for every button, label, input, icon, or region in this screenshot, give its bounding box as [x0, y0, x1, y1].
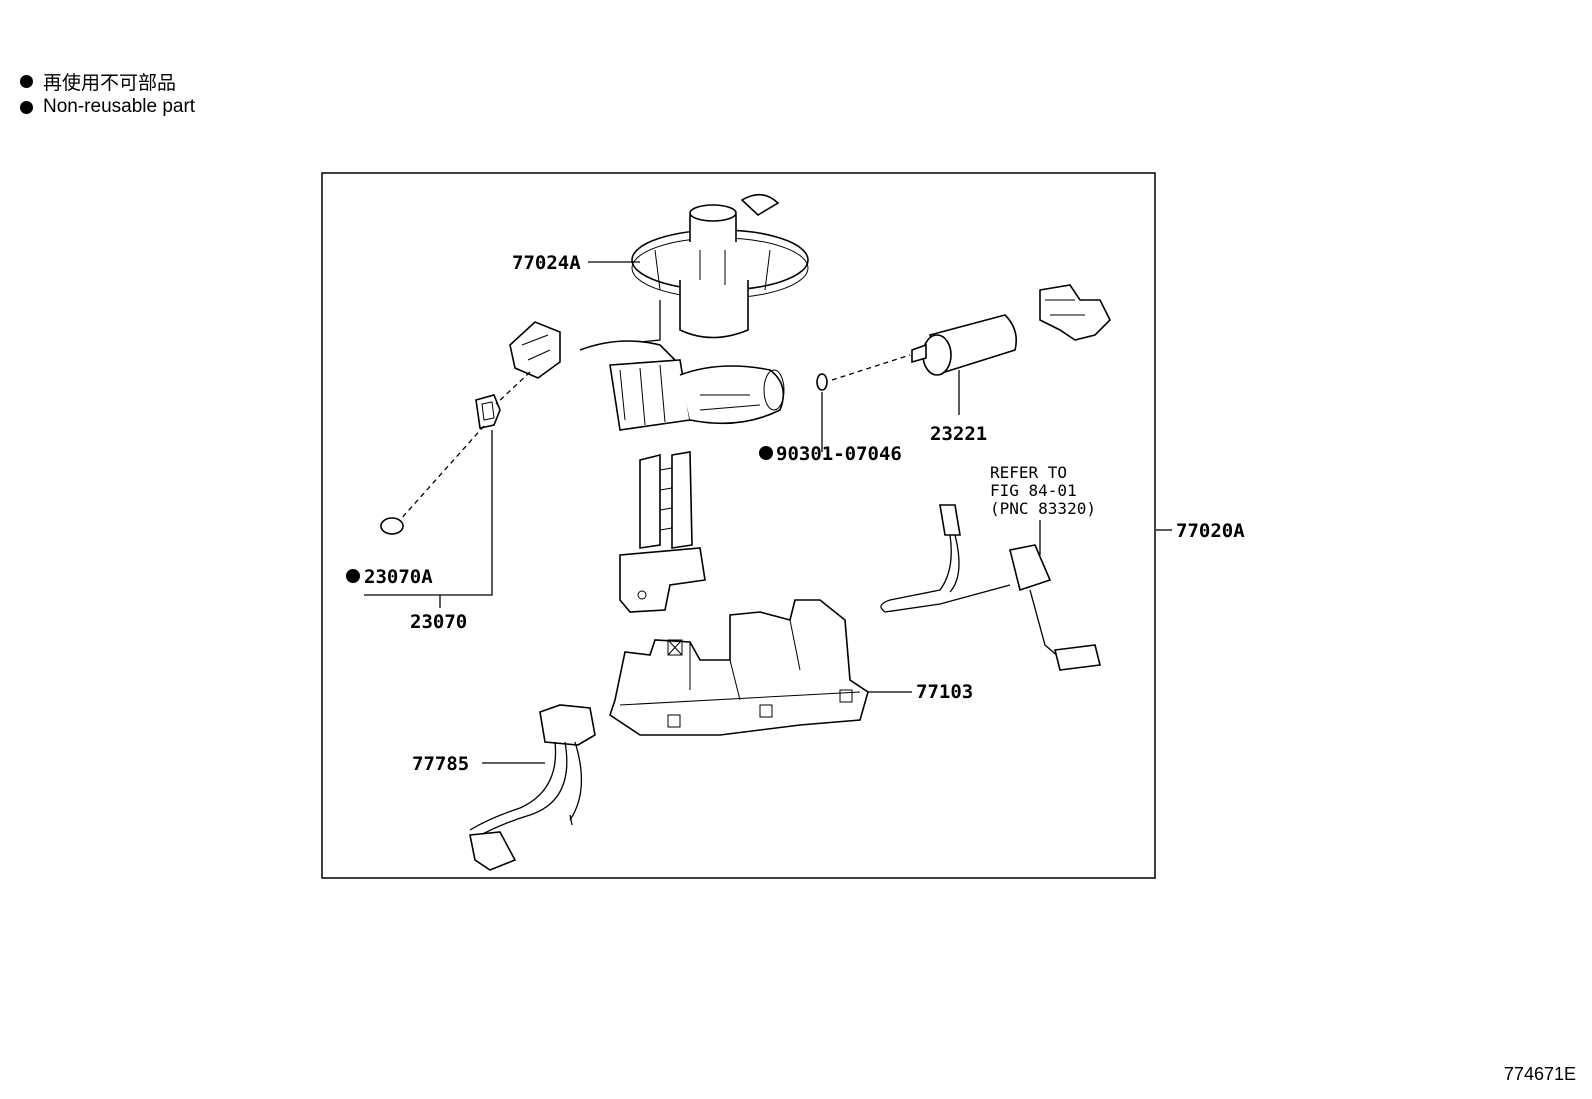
label-assembly: 77020A	[1176, 520, 1245, 542]
label-refer-line3: (PNC 83320)	[990, 499, 1096, 518]
label-pump-bracket: 77024A	[512, 252, 581, 274]
pump-bracket-drawing	[579, 193, 809, 431]
legend-row-en: Non-reusable part	[20, 94, 195, 120]
wire-harness-drawing	[469, 704, 596, 871]
filter-element-drawing	[475, 394, 501, 429]
sub-tank-drawing	[609, 599, 869, 736]
gasket-drawing	[816, 373, 828, 391]
fuel-pump-drawing	[911, 314, 1018, 376]
jet-pump-drawing	[619, 451, 706, 613]
label-gasket: 90301-07046	[776, 443, 902, 465]
diagram-code: 774671E	[1503, 1064, 1576, 1084]
label-refer-line1: REFER TO	[990, 463, 1067, 482]
legend-label-en: Non-reusable part	[43, 96, 196, 117]
non-reusable-dot-icon	[346, 569, 360, 583]
non-reusable-dot-icon	[759, 446, 773, 460]
sender-gauge-drawing	[880, 504, 1101, 671]
legend: 再使用不可部品 Non-reusable part	[20, 68, 195, 120]
clip-cap-drawing	[509, 321, 561, 379]
pump-clip-drawing	[1039, 284, 1111, 341]
legend-row-ja: 再使用不可部品	[20, 68, 195, 94]
label-refer-line2: FIG 84-01	[990, 481, 1077, 500]
assembly-frame	[321, 172, 1156, 879]
label-oring: 23070A	[364, 566, 433, 588]
legend-label-ja: 再使用不可部品	[43, 72, 177, 94]
label-sub-tank: 77103	[916, 681, 973, 703]
label-filter: 23070	[410, 611, 467, 633]
label-fuel-pump: 23221	[930, 423, 987, 445]
label-wire-harness: 77785	[412, 753, 469, 775]
oring-drawing	[380, 517, 404, 535]
non-reusable-dot-icon	[20, 100, 33, 114]
non-reusable-dot-icon	[20, 74, 33, 88]
